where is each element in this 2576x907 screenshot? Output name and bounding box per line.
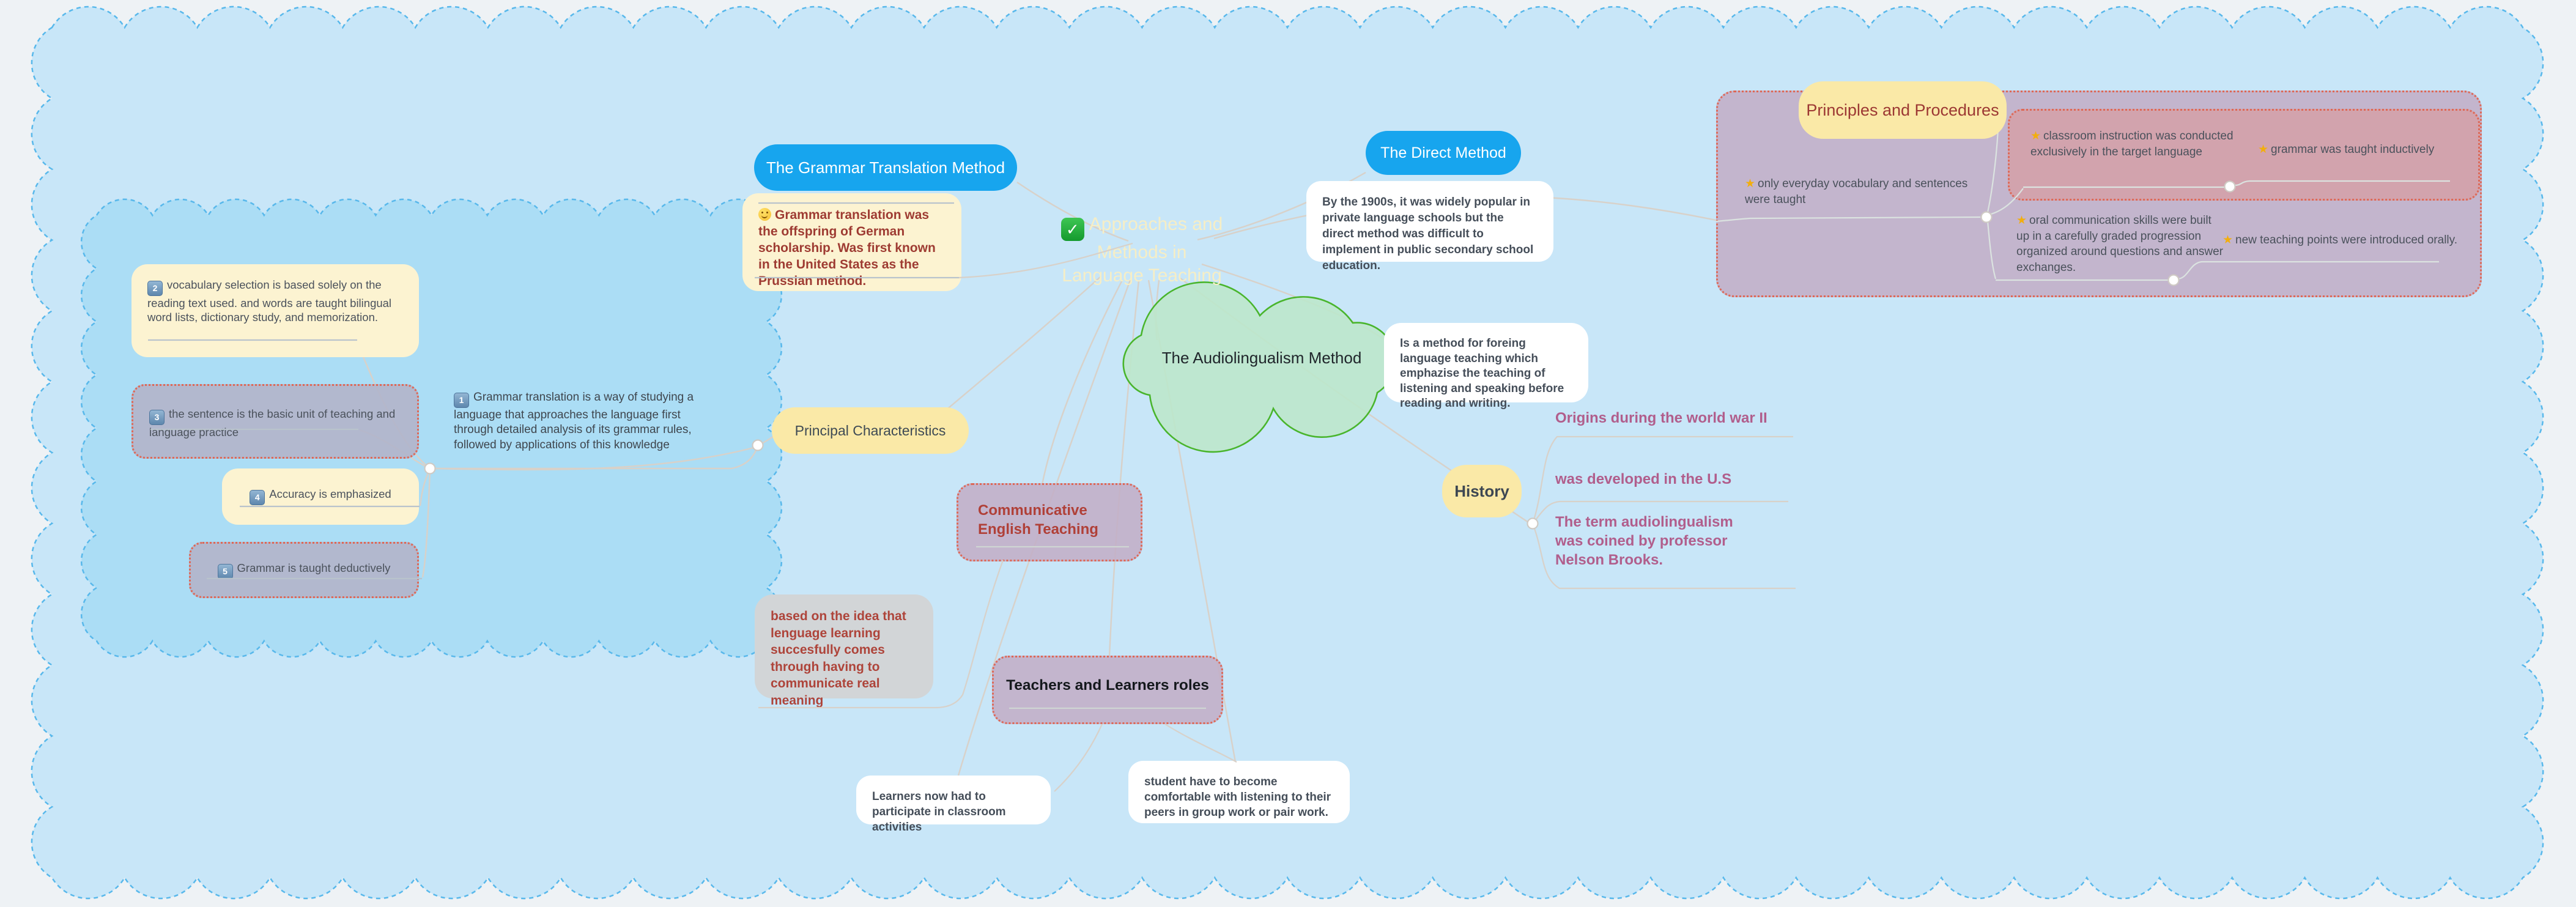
node-direct-method-label: The Direct Method [1380, 144, 1506, 161]
history-item-developed-us[interactable]: was developed in the U.S [1555, 470, 1775, 489]
check-mark-button-icon: ✓ [1060, 218, 1084, 241]
principle-item-oral-communication[interactable]: ★oral communication skills were built up… [2016, 213, 2227, 275]
principle-item-new-teaching-points[interactable]: ★new teaching points were introduced ora… [2223, 232, 2485, 248]
node-grammar-translation-method[interactable]: The Grammar Translation Method [754, 144, 1017, 191]
principle-item-text: classroom instruction was conducted excl… [2030, 130, 2234, 158]
slightly-smiling-face-icon [758, 208, 771, 221]
note-direct-method-text: By the 1900s, it was widely popular in p… [1322, 196, 1534, 272]
principle-item-text: only everyday vocabulary and sentences w… [1745, 177, 1968, 206]
node-grammar-translation-label: The Grammar Translation Method [766, 158, 1005, 177]
node-audiolingualism-method[interactable]: The Audiolingualism Method [1155, 349, 1369, 368]
characteristic-grammar-deductively[interactable]: 5 Grammar is taught deductively [189, 542, 419, 598]
center-node-label-line2: Methods in [1097, 242, 1187, 262]
characteristic-text: the sentence is the basic unit of teachi… [149, 407, 396, 439]
history-item-text: The term audiolingualism was coined by p… [1555, 514, 1733, 568]
note-audiolingualism-text: Is a method for foreing language teachin… [1400, 337, 1564, 410]
note-communicative-idea[interactable]: based on the idea that lenguage learning… [755, 594, 933, 708]
history-item-text: Origins during the world war II [1555, 410, 1767, 426]
note-students-comfortable[interactable]: student have to become comfortable with … [1128, 761, 1350, 823]
keycap-5-icon: 5 [217, 564, 233, 580]
principle-item-text: new teaching points were introduced oral… [2235, 234, 2458, 246]
note-learners-participate[interactable]: Learners now had to participate in class… [856, 776, 1051, 834]
center-node-label-line3: Language Teaching [1062, 265, 1222, 286]
history-item-text: was developed in the U.S [1555, 471, 1732, 487]
center-node-label: Approaches and [1089, 214, 1223, 234]
node-principal-characteristics-label: Principal Characteristics [794, 422, 946, 439]
characteristic-text: Accuracy is emphasized [269, 487, 391, 500]
characteristic-text: Grammar is taught deductively [237, 561, 391, 574]
star-icon: ★ [2016, 214, 2027, 227]
principle-item-everyday-vocabulary[interactable]: ★only everyday vocabulary and sentences … [1745, 176, 1985, 207]
node-communicative-english-teaching[interactable]: Communicative English Teaching [957, 483, 1142, 561]
principle-item-text: oral communication skills were built up … [2016, 214, 2224, 274]
node-direct-method[interactable]: The Direct Method [1366, 131, 1521, 175]
node-audiolingualism-label: The Audiolingualism Method [1161, 349, 1362, 367]
characteristic-accuracy[interactable]: 4 Accuracy is emphasized [222, 468, 419, 525]
star-icon: ★ [2223, 234, 2234, 246]
node-principles-and-procedures[interactable]: Principles and Procedures [1799, 81, 2007, 139]
principle-item-text: grammar was taught inductively [2271, 143, 2435, 156]
note-students-text: student have to become comfortable with … [1144, 776, 1331, 819]
history-item-term-coined[interactable]: The term audiolingualism was coined by p… [1555, 513, 1757, 569]
principle-item-grammar-inductively[interactable]: ★grammar was taught inductively [2258, 142, 2478, 158]
history-item-origins[interactable]: Origins during the world war II [1555, 409, 1812, 428]
node-communicative-label: Communicative English Teaching [978, 502, 1098, 538]
node-roles-label: Teachers and Learners roles [1006, 677, 1209, 694]
keycap-3-icon: 3 [149, 410, 165, 425]
star-icon: ★ [2030, 130, 2041, 143]
center-node[interactable]: ✓Approaches and Methods in Language Teac… [1035, 213, 1249, 287]
node-history-label: History [1454, 481, 1509, 500]
note-audiolingualism-definition[interactable]: Is a method for foreing language teachin… [1384, 323, 1588, 410]
principle-item-classroom-instruction[interactable]: ★classroom instruction was conducted exc… [2030, 128, 2246, 160]
note-communicative-text: based on the idea that lenguage learning… [771, 609, 906, 708]
star-icon: ★ [2258, 143, 2269, 156]
node-principles-label: Principles and Procedures [1806, 100, 1999, 119]
keycap-1-icon: 1 [454, 392, 469, 408]
definition-text: Grammar translation is a way of studying… [454, 391, 694, 451]
node-teachers-learners-roles[interactable]: Teachers and Learners roles [992, 656, 1223, 724]
note-learners-text: Learners now had to participate in class… [872, 790, 1006, 834]
node-history[interactable]: History [1442, 465, 1522, 517]
note-grammar-translation-origin-text: Grammar translation was the offspring of… [758, 208, 936, 288]
star-icon: ★ [1745, 177, 1756, 190]
note-direct-method[interactable]: By the 1900s, it was widely popular in p… [1306, 181, 1553, 272]
node-principal-characteristics[interactable]: Principal Characteristics [772, 407, 969, 454]
note-grammar-translation-origin[interactable]: Grammar translation was the offspring of… [742, 193, 961, 291]
characteristic-text: vocabulary selection is based solely on … [147, 278, 392, 324]
keycap-4-icon: 4 [250, 490, 265, 506]
keycap-2-icon: 2 [147, 281, 163, 296]
